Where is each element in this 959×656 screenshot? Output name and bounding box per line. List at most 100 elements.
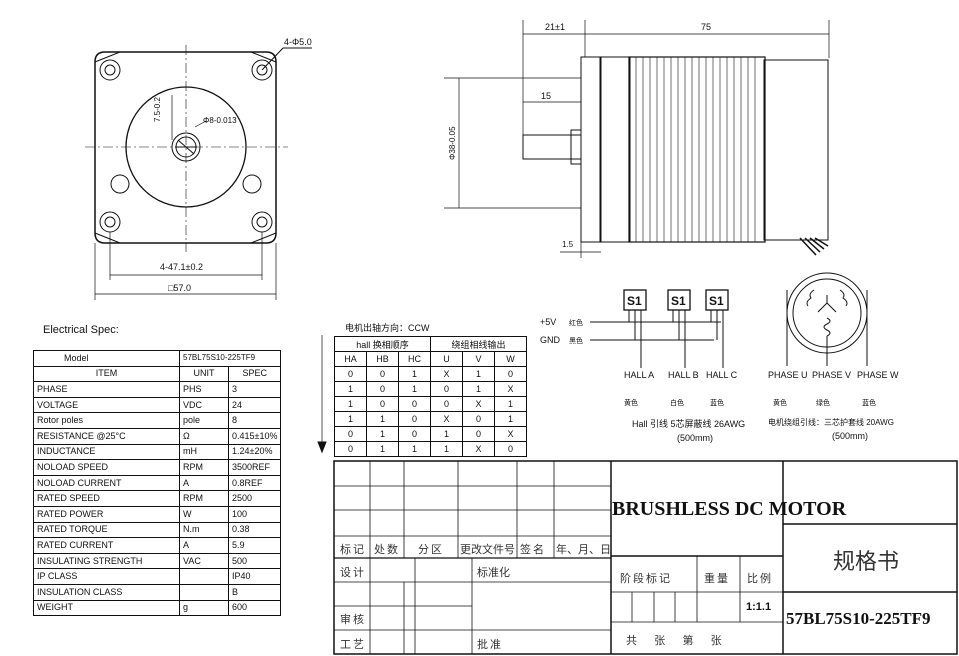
- hall-cell: 0: [494, 366, 527, 382]
- hall-cell: 1: [398, 441, 431, 457]
- spec-value: 600: [227, 599, 282, 617]
- document-type: 规格书: [833, 549, 900, 574]
- pitch-label: 4-47.1±0.2: [160, 262, 203, 272]
- model-label: Model: [33, 350, 180, 367]
- hall-cell: 1: [334, 411, 367, 427]
- hall-cell: X: [462, 396, 495, 412]
- hall-cell: 0: [398, 396, 431, 412]
- dim-21: 21±1: [545, 22, 565, 32]
- hall-cell: 1: [398, 381, 431, 397]
- hall-cell: X: [494, 426, 527, 442]
- tb-zone: 分区: [418, 544, 444, 556]
- spec-item: RATED CURRENT: [33, 537, 180, 554]
- hall-b-label: HALL B: [668, 370, 699, 380]
- hall-cell: 0: [398, 426, 431, 442]
- spec-value: 2500: [227, 490, 282, 507]
- spec-unit: N.m: [179, 521, 229, 539]
- tb-mark: 标记: [340, 544, 366, 556]
- phase-group-header: 绕组相线输出: [430, 336, 527, 352]
- spec-value: 100: [227, 505, 282, 523]
- spec-item: RESISTANCE @25°C: [33, 427, 180, 445]
- spec-item: NOLOAD SPEED: [33, 459, 180, 476]
- spec-item: NOLOAD CURRENT: [33, 474, 180, 492]
- gnd-label: GND: [540, 335, 561, 345]
- hall-cell: 1: [366, 441, 399, 457]
- spec-value: 0.8REF: [227, 474, 282, 492]
- spec-value: 0.38: [227, 521, 282, 539]
- tb-standard: 标准化: [477, 567, 510, 579]
- hall-cell: 0: [334, 366, 367, 382]
- hall-wire-note: Hall 引线 5芯屏蔽线 26AWG: [632, 418, 745, 429]
- phase-wire-note: 电机绕组引线：三芯护套线 20AWG: [768, 417, 894, 427]
- hall-cell: 1: [366, 426, 399, 442]
- tb-ratio: 比例: [747, 573, 773, 585]
- hall-cell: 0: [398, 411, 431, 427]
- hall-cell: 1: [430, 441, 463, 457]
- tb-weight: 重量: [704, 573, 730, 585]
- hall-cell: 0: [366, 381, 399, 397]
- phase-w-color: 蓝色: [862, 398, 876, 407]
- shaft-dia-label: Φ8-0.013: [203, 116, 237, 125]
- hall-cell: X: [430, 366, 463, 382]
- hall-col-header: HB: [366, 351, 399, 367]
- tb-design: 设计: [340, 567, 366, 579]
- spec-item: INDUCTANCE: [33, 443, 180, 461]
- sensor-a: S1: [627, 294, 642, 308]
- spec-item: PHASE: [33, 381, 180, 398]
- spec-unit: [179, 568, 229, 585]
- spec-unit: [179, 583, 229, 601]
- product-title: BRUSHLESS DC MOTOR: [612, 498, 847, 520]
- gnd-color: 黑色: [569, 336, 583, 345]
- spec-unit: VAC: [179, 552, 229, 570]
- hall-cell: 1: [462, 366, 495, 382]
- tb-sheets: 共 张 第 张: [626, 635, 723, 647]
- spec-item: INSULATING STRENGTH: [33, 552, 180, 570]
- spec-unit: g: [179, 599, 229, 617]
- spec-value: 0.415±10%: [227, 427, 282, 445]
- hall-cell: 0: [334, 441, 367, 457]
- hall-a-color: 黄色: [624, 398, 638, 407]
- rotation-direction: 电机出轴方向：CCW: [345, 323, 430, 333]
- hall-cell: 0: [366, 396, 399, 412]
- hall-wiring: [590, 289, 729, 368]
- spec-unit: A: [179, 537, 229, 554]
- spec-unit: PHS: [179, 381, 229, 398]
- hall-cell: 0: [430, 381, 463, 397]
- spec-item: RATED POWER: [33, 505, 180, 523]
- phase-u-label: PHASE U: [768, 370, 808, 380]
- phase-wire-len: (500mm): [832, 431, 868, 441]
- tb-count: 处数: [374, 544, 400, 556]
- hall-group-header: hall 换相顺序: [334, 336, 431, 352]
- tb-change: 更改文件号: [460, 544, 515, 556]
- hall-cell: 1: [334, 396, 367, 412]
- spec-unit: mH: [179, 443, 229, 461]
- sensor-c: S1: [709, 294, 724, 308]
- phase-windings: [786, 272, 868, 366]
- tb-sign: 签名: [520, 544, 546, 556]
- hall-cell: 1: [430, 426, 463, 442]
- spec-value: 5.9: [227, 537, 282, 554]
- plus5v-color: 红色: [569, 318, 583, 327]
- spec-unit: pole: [179, 412, 229, 429]
- plus5v-label: +5V: [540, 317, 556, 327]
- hole-label: 4-Φ5.0: [284, 37, 312, 47]
- phase-u-color: 黄色: [773, 398, 787, 407]
- model-value: 57BL75S10-225TF9: [178, 350, 282, 367]
- hall-col-header: HA: [334, 351, 367, 367]
- hall-cell: 0: [494, 441, 527, 457]
- hall-cell: 1: [334, 381, 367, 397]
